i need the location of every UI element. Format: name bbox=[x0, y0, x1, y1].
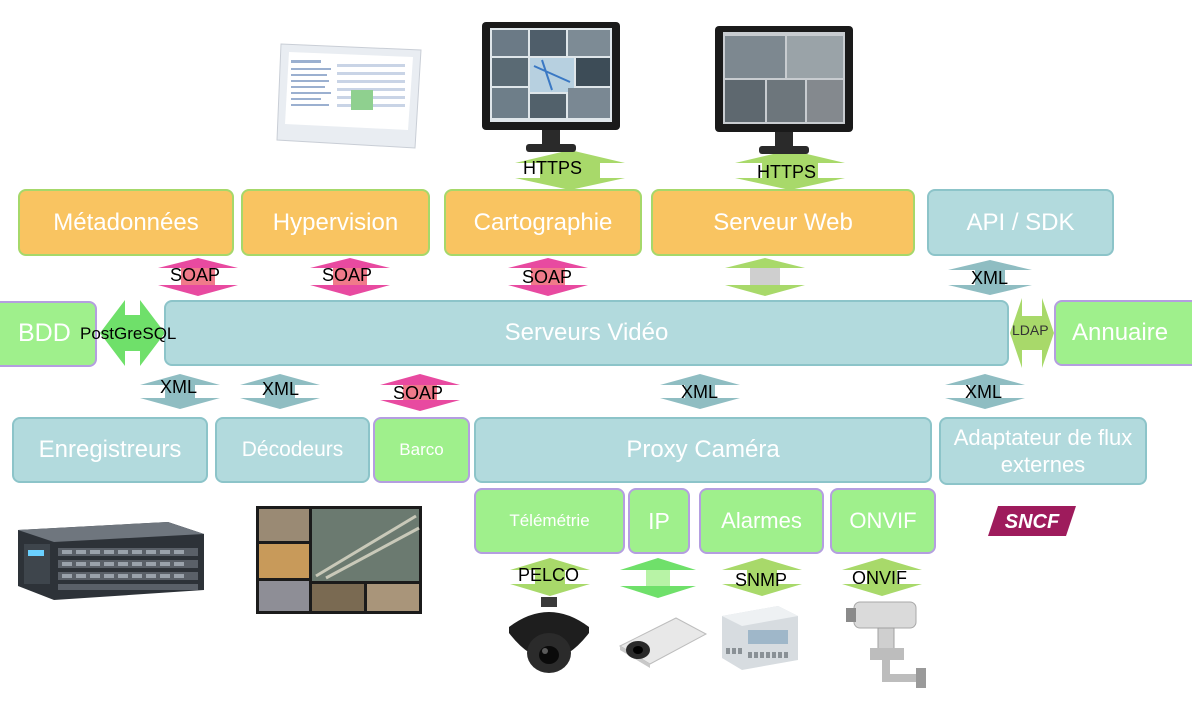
monitor-icon bbox=[482, 22, 620, 152]
xml-arrow-api bbox=[948, 260, 1032, 295]
io-module-icon bbox=[722, 606, 798, 670]
module-serveur-web: Serveur Web bbox=[651, 189, 915, 256]
server-rack-icon bbox=[18, 522, 204, 600]
soap-arrow-meta bbox=[158, 258, 238, 296]
label-pelco: PELCO bbox=[518, 565, 580, 585]
label-https-carto: HTTPS bbox=[523, 158, 583, 178]
xml-arrow-decod bbox=[240, 374, 320, 409]
label-postgresql: PostGreSQL bbox=[80, 324, 177, 343]
label-xml-proxy: XML bbox=[681, 382, 719, 402]
label-soap-barco: SOAP bbox=[393, 383, 444, 403]
label-soap-hyper: SOAP bbox=[322, 265, 373, 285]
svg-text:SNCF: SNCF bbox=[1005, 511, 1060, 533]
snmp-arrow bbox=[722, 558, 802, 596]
label-onvif-bottom: ONVIF bbox=[852, 568, 908, 588]
sncf-logo: SNCF bbox=[988, 506, 1076, 536]
module-decodeurs: Décodeurs bbox=[215, 417, 370, 483]
label-snmp: SNMP bbox=[735, 570, 788, 590]
module-telemetrie: Télémétrie bbox=[474, 488, 625, 554]
label-xml-api: XML bbox=[971, 268, 1009, 288]
ip-arrow bbox=[620, 558, 696, 598]
module-alarmes: Alarmes bbox=[699, 488, 824, 554]
label-xml-decod: XML bbox=[262, 379, 300, 399]
module-enregistreurs: Enregistreurs bbox=[12, 417, 208, 483]
label-soap-meta: SOAP bbox=[170, 265, 221, 285]
label-https-web: HTTPS bbox=[757, 162, 817, 182]
soap-arrow-barco bbox=[380, 374, 460, 411]
module-barco: Barco bbox=[373, 417, 470, 483]
module-serveurs-video: Serveurs Vidéo bbox=[164, 300, 1009, 366]
label-ldap: LDAP bbox=[1012, 322, 1049, 338]
https-arrow-web bbox=[735, 150, 845, 190]
soap-arrow-hyper bbox=[310, 258, 390, 296]
ptz-camera-icon bbox=[846, 601, 926, 688]
module-api-sdk: API / SDK bbox=[927, 189, 1114, 256]
monitor-icon bbox=[715, 26, 853, 154]
monitor-icon bbox=[276, 43, 422, 149]
postgresql-arrow bbox=[100, 300, 165, 366]
xml-arrow-adapt bbox=[945, 374, 1025, 409]
label-soap-carto: SOAP bbox=[522, 267, 573, 287]
module-hypervision: Hypervision bbox=[241, 189, 430, 256]
xml-arrow-enreg bbox=[140, 374, 220, 409]
dome-camera-icon bbox=[509, 597, 589, 673]
module-onvif: ONVIF bbox=[830, 488, 936, 554]
ldap-arrow bbox=[1010, 298, 1054, 368]
soap-arrow-carto bbox=[508, 258, 588, 296]
module-cartographie: Cartographie bbox=[444, 189, 642, 256]
module-ip: IP bbox=[628, 488, 690, 554]
module-bdd: BDD bbox=[0, 301, 97, 367]
xml-arrow-proxy bbox=[660, 374, 740, 409]
ip-camera-icon bbox=[618, 617, 708, 668]
web-arrow bbox=[725, 258, 805, 296]
module-annuaire: Annuaire bbox=[1054, 300, 1192, 366]
label-xml-adapt: XML bbox=[965, 382, 1003, 402]
module-adaptateur: Adaptateur de flux externes bbox=[939, 417, 1147, 485]
label-xml-enreg: XML bbox=[160, 377, 198, 397]
video-wall-icon bbox=[256, 506, 422, 614]
pelco-arrow bbox=[510, 558, 590, 596]
onvif-arrow bbox=[842, 558, 922, 596]
module-metadonnees: Métadonnées bbox=[18, 189, 234, 256]
https-arrow-carto bbox=[515, 150, 625, 190]
module-proxy-camera: Proxy Caméra bbox=[474, 417, 932, 483]
